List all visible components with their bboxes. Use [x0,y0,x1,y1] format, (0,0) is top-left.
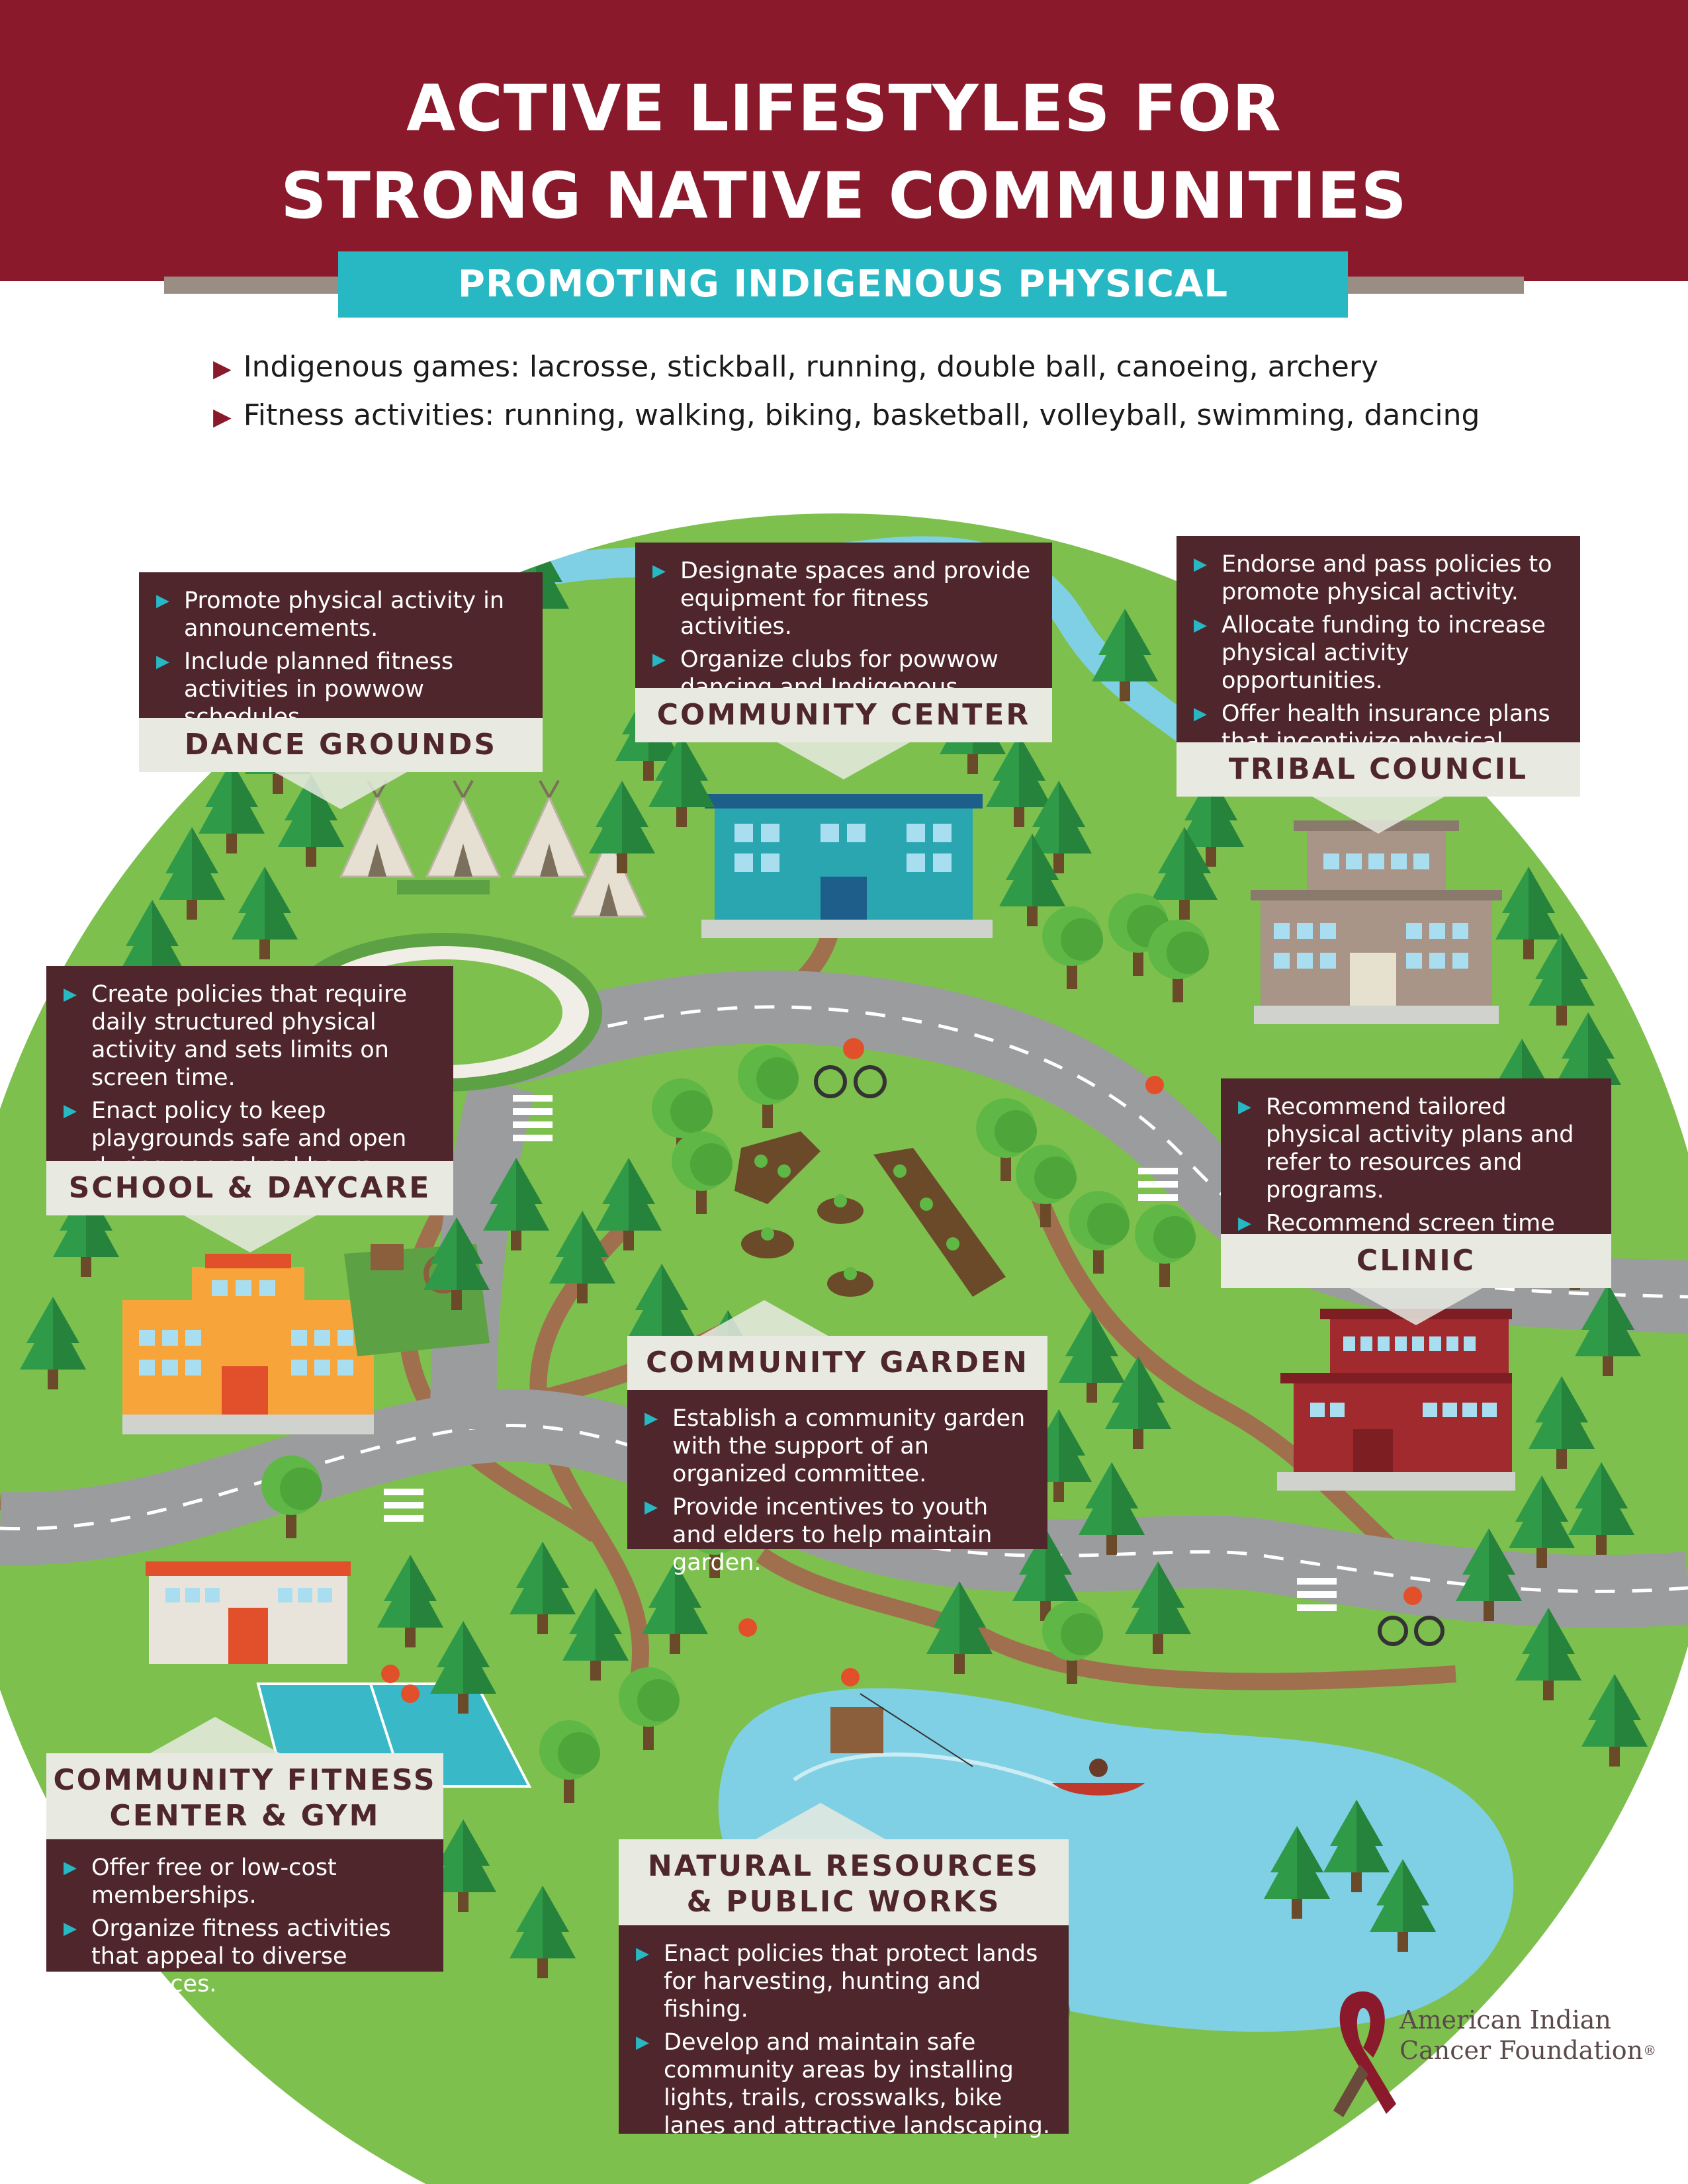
fitness-center-label-line2: CENTER & GYM [109,1799,380,1833]
list-item: ▶Provide incentives to youth and elders … [644,1494,993,1576]
header-banner [0,0,1688,281]
bullet-triangle-icon: ▶ [64,1858,77,1878]
bullet-triangle-icon: ▶ [636,2032,649,2052]
clinic-label: CLINIC [1221,1234,1611,1288]
tribal-council-tips: ▶Endorse and pass policies to promote ph… [1177,536,1580,783]
list-item: ▶Offer free or low-cost memberships. [64,1855,337,1909]
page-title-line1: ACTIVE LIFESTYLES FOR [406,71,1282,146]
bullet-triangle-icon: ▶ [652,561,666,581]
label-pointer [149,1717,281,1754]
label-pointer [184,1215,316,1252]
bullet-triangle-icon: ▶ [1194,554,1207,574]
bullet-triangle-icon: ▶ [652,650,666,670]
logo-wordmark: American Indian Cancer Foundation® [1399,2005,1656,2066]
bullet-triangle-icon: ▶ [213,355,232,382]
bullet-triangle-icon: ▶ [64,984,77,1004]
page-subtitle: PROMOTING INDIGENOUS PHYSICAL WELLNESS [338,251,1348,372]
list-item: ▶Designate spaces and provide equipment … [652,558,1031,640]
list-item: ▶Establish a community garden with the s… [644,1405,1026,1487]
bullet-triangle-icon: ▶ [644,1409,658,1428]
list-item: ▶Enact policies that protect lands for h… [636,1941,1038,2023]
clinic-tips: ▶Recommend tailored physical activity pl… [1221,1078,1611,1264]
bullet-triangle-icon: ▶ [156,591,169,611]
label-pointer [1350,1288,1482,1325]
community-center-label: COMMUNITY CENTER [635,688,1052,742]
bullet-triangle-icon: ▶ [1194,615,1207,635]
community-garden-tips: ▶Establish a community garden with the s… [627,1390,1047,1576]
intro-item: ▶Fitness activities: running, walking, b… [213,398,1480,432]
label-pointer [698,1300,830,1337]
list-item: ▶Create policies that require daily stru… [64,981,407,1091]
list-item: ▶Endorse and pass policies to promote ph… [1194,551,1552,605]
bullet-triangle-icon: ▶ [156,652,169,672]
natural-resources-label-line2: & PUBLIC WORKS [686,1885,1001,1919]
bullet-triangle-icon: ▶ [1194,704,1207,724]
community-center-tips: ▶Designate spaces and provide equipment … [635,543,1052,728]
bullet-triangle-icon: ▶ [64,1101,77,1121]
list-item: ▶Organize fitness activities that appeal… [64,1915,391,1997]
dance-grounds-tips: ▶Promote physical activity in announceme… [139,572,543,730]
bullet-triangle-icon: ▶ [1238,1213,1251,1233]
community-garden-label: COMMUNITY GARDEN [627,1336,1047,1390]
list-item: ▶Include planned fitness activities in p… [156,648,454,730]
fitness-center-label: COMMUNITY FITNESS CENTER & GYM [46,1753,443,1839]
list-item: ▶Recommend tailored physical activity pl… [1238,1094,1574,1203]
logo-line2: Cancer Foundation [1399,2036,1644,2065]
fitness-center-label-line1: COMMUNITY FITNESS [53,1763,437,1797]
school-daycare-tips: ▶Create policies that require daily stru… [46,966,453,1180]
list-item: ▶Allocate funding to increase physical a… [1194,612,1546,694]
natural-resources-label-line1: NATURAL RESOURCES [647,1849,1040,1883]
intro-list: ▶Indigenous games: lacrosse, stickball, … [213,344,1480,441]
bullet-triangle-icon: ▶ [644,1497,658,1517]
logo-line1: American Indian [1399,2005,1611,2034]
label-pointer [754,1803,887,1840]
natural-resources-tips: ▶Enact policies that protect lands for h… [619,1925,1069,2139]
list-item: ▶Promote physical activity in announceme… [156,588,505,642]
ribbon-logo-icon [1333,1991,1396,2117]
bullet-triangle-icon: ▶ [213,404,232,431]
page-title-line2: STRONG NATIVE COMMUNITIES [281,159,1407,233]
fitness-center-tips: ▶Offer free or low-cost memberships. ▶Or… [46,1839,443,1997]
natural-resources-label: NATURAL RESOURCES & PUBLIC WORKS [619,1839,1069,1925]
school-daycare-label: SCHOOL & DAYCARE [46,1161,453,1215]
registered-mark: ® [1643,2042,1657,2058]
intro-item: ▶Indigenous games: lacrosse, stickball, … [213,350,1378,384]
bullet-triangle-icon: ▶ [1238,1097,1251,1117]
dance-grounds-label: DANCE GROUNDS [139,718,543,772]
bullet-triangle-icon: ▶ [64,1919,77,1939]
tribal-council-label: TRIBAL COUNCIL [1177,742,1580,797]
bullet-triangle-icon: ▶ [636,1944,649,1964]
list-item: ▶Develop and maintain safe community are… [636,2029,1050,2139]
label-pointer [275,772,407,809]
logo-line2-wrap: Cancer Foundation® [1399,2035,1656,2066]
label-pointer [777,742,910,779]
label-pointer [1312,797,1444,834]
